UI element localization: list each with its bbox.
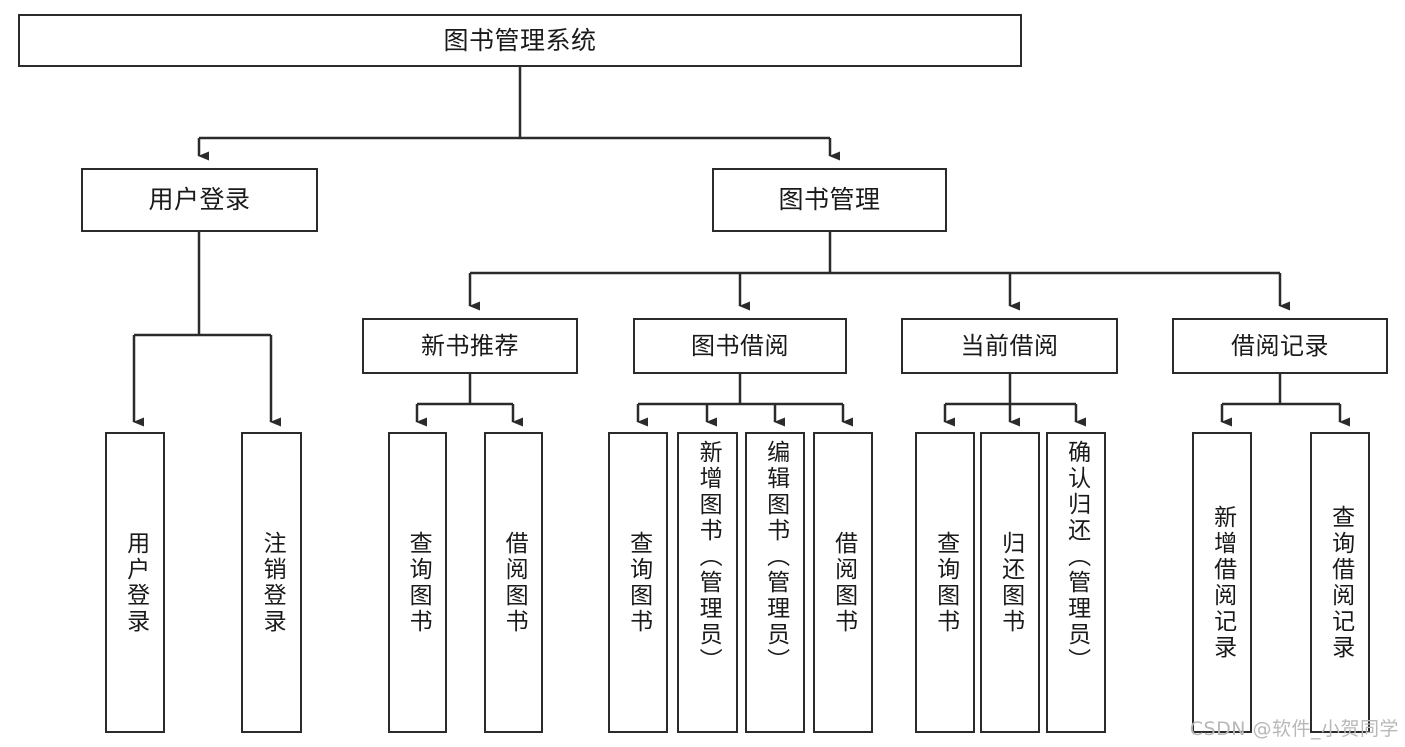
node-leaf-add-borrow-record[interactable]: 新增借阅记录 [1192, 432, 1252, 733]
node-leaf-return-book[interactable]: 归还图书 [980, 432, 1040, 733]
node-book-borrow[interactable]: 图书借阅 [633, 318, 847, 374]
node-leaf-logout-label: 注销登录 [259, 530, 286, 635]
node-leaf-query-book-recommend-label: 查询图书 [405, 530, 432, 635]
node-book-management[interactable]: 图书管理 [712, 168, 947, 232]
node-leaf-return-book-label: 归还图书 [997, 530, 1024, 635]
csdn-watermark: CSDN @软件_小贺同学 [1189, 718, 1399, 740]
node-leaf-borrow-book-label: 借阅图书 [830, 530, 857, 635]
node-leaf-logout[interactable]: 注销登录 [241, 432, 302, 733]
node-leaf-user-login-label: 用户登录 [122, 530, 149, 635]
node-leaf-query-borrow-record[interactable]: 查询借阅记录 [1310, 432, 1370, 733]
node-leaf-edit-book-admin[interactable]: 编辑图书（管理员） [745, 432, 805, 733]
node-book-borrow-label: 图书借阅 [691, 331, 789, 360]
node-leaf-confirm-return-admin[interactable]: 确认归还（管理员） [1046, 432, 1106, 733]
node-current-borrow-label: 当前借阅 [960, 331, 1059, 360]
node-borrow-record[interactable]: 借阅记录 [1172, 318, 1388, 374]
node-current-borrow[interactable]: 当前借阅 [901, 318, 1118, 374]
node-root-label: 图书管理系统 [443, 25, 597, 55]
node-user-login[interactable]: 用户登录 [81, 168, 318, 232]
node-leaf-query-book-current-label: 查询图书 [932, 530, 959, 635]
node-leaf-confirm-return-admin-label: 确认归还（管理员） [1063, 440, 1090, 674]
node-leaf-add-book-admin[interactable]: 新增图书（管理员） [677, 432, 738, 733]
node-new-book-recommend-label: 新书推荐 [421, 331, 519, 360]
node-leaf-query-book-recommend[interactable]: 查询图书 [388, 432, 447, 733]
node-leaf-borrow-book-recommend[interactable]: 借阅图书 [484, 432, 543, 733]
node-root-system[interactable]: 图书管理系统 [18, 14, 1022, 67]
node-leaf-query-book[interactable]: 查询图书 [608, 432, 668, 733]
node-leaf-borrow-book[interactable]: 借阅图书 [813, 432, 873, 733]
node-leaf-add-borrow-record-label: 新增借阅记录 [1209, 504, 1236, 661]
node-leaf-add-book-admin-label: 新增图书（管理员） [695, 440, 722, 674]
node-leaf-edit-book-admin-label: 编辑图书（管理员） [762, 440, 789, 674]
node-leaf-query-borrow-record-label: 查询借阅记录 [1327, 504, 1354, 661]
node-user-login-label: 用户登录 [148, 185, 251, 215]
node-borrow-record-label: 借阅记录 [1231, 331, 1329, 360]
node-book-management-label: 图书管理 [778, 185, 881, 215]
node-leaf-borrow-book-recommend-label: 借阅图书 [501, 530, 528, 635]
node-leaf-query-book-current[interactable]: 查询图书 [915, 432, 975, 733]
node-leaf-user-login[interactable]: 用户登录 [105, 432, 165, 733]
node-new-book-recommend[interactable]: 新书推荐 [362, 318, 578, 374]
node-leaf-query-book-label: 查询图书 [625, 530, 652, 635]
